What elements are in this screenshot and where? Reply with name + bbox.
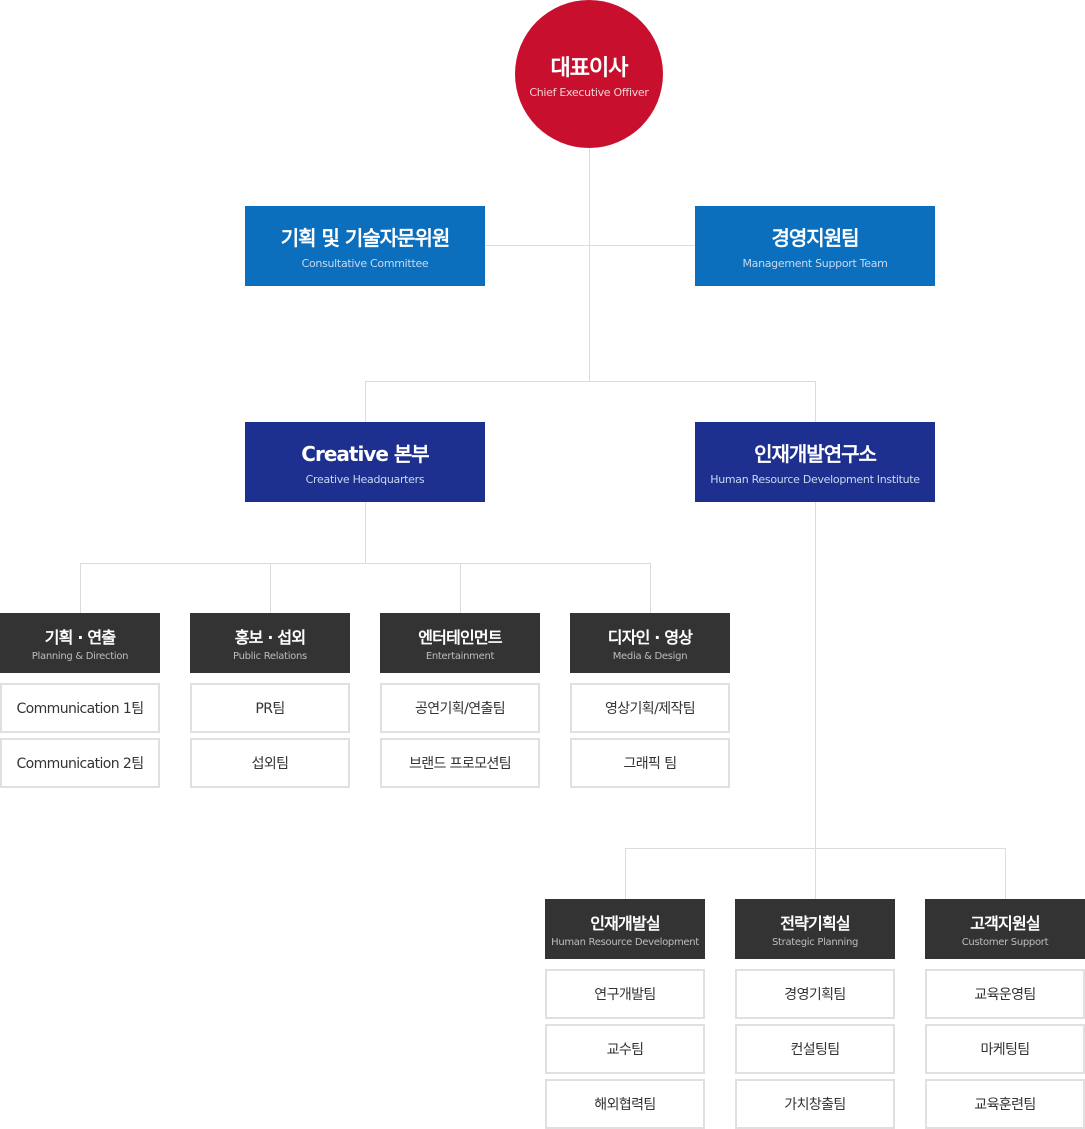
- division-subtitle: Entertainment: [425, 651, 495, 662]
- team-management-planning: 경영기획팀: [735, 969, 895, 1019]
- division-title: 엔터테인먼트: [418, 628, 502, 647]
- division-title: 기획 · 연출: [44, 628, 116, 647]
- team-brand-promotion: 브랜드 프로모션팀: [380, 738, 540, 788]
- team-consulting: 컨설팅팀: [735, 1024, 895, 1074]
- connector-creative-drop: [365, 381, 366, 422]
- division-public-relations: 홍보 · 섭외 Public Relations: [190, 613, 350, 673]
- connector-hr-drop: [815, 381, 816, 422]
- team-casting: 섭외팀: [190, 738, 350, 788]
- division-title: 디자인 · 영상: [607, 628, 693, 647]
- hr-institute-subtitle: Human Resource Development Institute: [710, 473, 920, 486]
- team-value-creation: 가치창출팀: [735, 1079, 895, 1129]
- division-title: 홍보 · 섭외: [234, 628, 306, 647]
- creative-hq-title: Creative 본부: [301, 442, 429, 466]
- ceo-node: 대표이사 Chief Executive Offiver: [515, 0, 663, 148]
- team-pr: PR팀: [190, 683, 350, 733]
- team-education-operations: 교육운영팀: [925, 969, 1085, 1019]
- division-title: 인재개발실: [590, 914, 660, 933]
- advisory-node: 기획 및 기술자문위원 Consultative Committee: [245, 206, 485, 286]
- hr-institute-title: 인재개발연구소: [754, 442, 877, 466]
- connector-hr-div-1: [625, 848, 626, 899]
- connector-creative-div-3: [460, 563, 461, 613]
- advisory-subtitle: Consultative Committee: [301, 257, 429, 270]
- team-professors: 교수팀: [545, 1024, 705, 1074]
- division-subtitle: Strategic Planning: [771, 937, 859, 948]
- management-node: 경영지원팀 Management Support Team: [695, 206, 935, 286]
- division-subtitle: Public Relations: [233, 651, 307, 662]
- team-performance-planning: 공연기획/연출팀: [380, 683, 540, 733]
- connector-hr-div-3: [1005, 848, 1006, 899]
- connector-creative-div-2: [270, 563, 271, 613]
- team-international: 해외협력팀: [545, 1079, 705, 1129]
- connector-creative-vertical: [365, 501, 366, 563]
- connector-hq-horizontal: [365, 381, 816, 382]
- team-video-production: 영상기획/제작팀: [570, 683, 730, 733]
- team-graphic: 그래픽 팀: [570, 738, 730, 788]
- division-planning: 기획 · 연출 Planning & Direction: [0, 613, 160, 673]
- connector-creative-div-1: [80, 563, 81, 613]
- connector-staff-horizontal: [485, 245, 695, 246]
- ceo-title: 대표이사: [550, 55, 629, 81]
- management-subtitle: Management Support Team: [742, 257, 888, 270]
- division-entertainment: 엔터테인먼트 Entertainment: [380, 613, 540, 673]
- division-media-design: 디자인 · 영상 Media & Design: [570, 613, 730, 673]
- management-title: 경영지원팀: [771, 226, 860, 250]
- connector-creative-div-4: [650, 563, 651, 613]
- connector-ceo-vertical: [589, 148, 590, 381]
- division-hr-development: 인재개발실 Human Resource Development: [545, 899, 705, 959]
- creative-hq-subtitle: Creative Headquarters: [305, 473, 425, 486]
- creative-hq-node: Creative 본부 Creative Headquarters: [245, 422, 485, 502]
- division-subtitle: Planning & Direction: [31, 651, 129, 662]
- team-communication-1: Communication 1팀: [0, 683, 160, 733]
- team-communication-2: Communication 2팀: [0, 738, 160, 788]
- connector-hr-vertical: [815, 501, 816, 899]
- division-strategic-planning: 전략기획실 Strategic Planning: [735, 899, 895, 959]
- division-subtitle: Media & Design: [612, 651, 688, 662]
- connector-hr-horizontal: [625, 848, 1006, 849]
- division-title: 전략기획실: [780, 914, 850, 933]
- team-marketing: 마케팅팀: [925, 1024, 1085, 1074]
- division-customer-support: 고객지원실 Customer Support: [925, 899, 1085, 959]
- division-subtitle: Human Resource Development: [551, 937, 699, 948]
- ceo-subtitle: Chief Executive Offiver: [529, 85, 649, 99]
- connector-creative-horizontal: [80, 563, 651, 564]
- advisory-title: 기획 및 기술자문위원: [280, 226, 451, 250]
- division-title: 고객지원실: [970, 914, 1040, 933]
- division-subtitle: Customer Support: [961, 937, 1049, 948]
- team-education-training: 교육훈련팀: [925, 1079, 1085, 1129]
- hr-institute-node: 인재개발연구소 Human Resource Development Insti…: [695, 422, 935, 502]
- team-research: 연구개발팀: [545, 969, 705, 1019]
